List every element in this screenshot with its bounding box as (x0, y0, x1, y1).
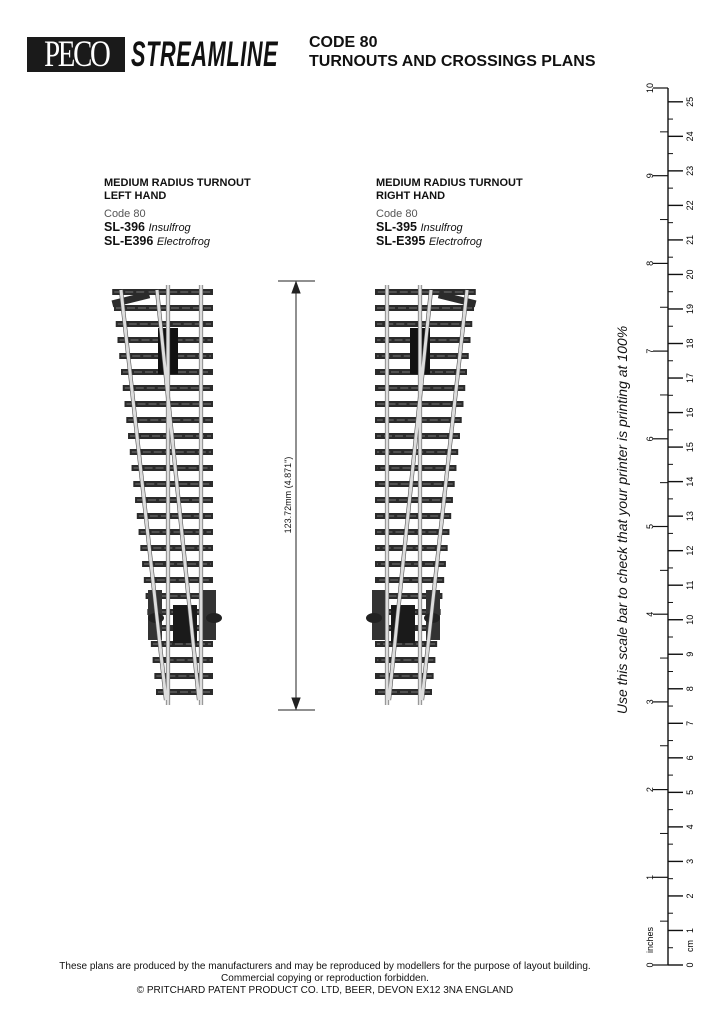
inch-label: 9 (645, 173, 655, 178)
footer-line: Commercial copying or reproduction forbi… (221, 973, 429, 984)
scale-bar: 0123456789100123456789101112131415161718… (645, 83, 695, 968)
cm-label: 5 (685, 790, 695, 795)
turnout-right-plan (366, 285, 477, 705)
page-title-code: CODE 80 (309, 34, 378, 51)
inch-label: 5 (645, 524, 655, 529)
inch-label: 0 (645, 962, 655, 967)
cm-label: 24 (685, 131, 695, 141)
sleeper (375, 593, 443, 599)
cm-label: 17 (685, 373, 695, 383)
inch-label: 4 (645, 612, 655, 617)
turnout-code: Code 80 (376, 208, 418, 220)
footer: These plans are produced by the manufact… (0, 961, 650, 997)
sleeper (375, 577, 445, 583)
turnout-code: Code 80 (104, 208, 146, 220)
cm-label: 7 (685, 721, 695, 726)
arrow-up-icon (291, 280, 301, 294)
footer-line: These plans are produced by the manufact… (59, 961, 591, 972)
inch-label: 10 (645, 83, 655, 93)
inches-unit-label: inches (645, 926, 655, 953)
cm-label: 1 (685, 928, 695, 933)
cm-label: 4 (685, 824, 695, 829)
inch-label: 6 (645, 436, 655, 441)
cm-label: 8 (685, 686, 695, 691)
inch-label: 7 (645, 349, 655, 354)
cm-label: 12 (685, 546, 695, 556)
part-number: SL-395 (376, 220, 417, 234)
rail (387, 289, 433, 701)
part-number: SL-396 (104, 220, 145, 234)
rail (119, 289, 168, 701)
turnout-hand: LEFT HAND (104, 190, 167, 202)
cm-label: 11 (685, 581, 695, 590)
rail (155, 289, 201, 701)
cm-label: 25 (685, 97, 695, 107)
part-type: Insulfrog (148, 222, 191, 234)
cm-label: 13 (685, 511, 695, 521)
logo-brand: PECO (43, 34, 111, 75)
inch-label: 1 (645, 875, 655, 880)
inch-label: 2 (645, 787, 655, 792)
cm-unit-label: cm (685, 940, 695, 952)
cm-label: 19 (685, 304, 695, 314)
cm-label: 3 (685, 859, 695, 864)
inch-label: 3 (645, 699, 655, 704)
inch-label: 8 (645, 261, 655, 266)
copyright: © PRITCHARD PATENT PRODUCT CO. LTD, BEER… (136, 985, 514, 996)
part-number: SL-E395 (376, 234, 426, 248)
cm-label: 10 (685, 615, 695, 625)
cm-label: 16 (685, 408, 695, 418)
cm-label: 14 (685, 477, 695, 487)
cm-label: 2 (685, 893, 695, 898)
cm-label: 20 (685, 269, 695, 279)
part-type: Insulfrog (420, 222, 463, 234)
cm-label: 15 (685, 442, 695, 452)
turnout-info-left: MEDIUM RADIUS TURNOUT LEFT HAND Code 80 … (104, 177, 251, 248)
page-title: TURNOUTS AND CROSSINGS PLANS (309, 53, 596, 70)
scale-bar-note: Use this scale bar to check that your pr… (614, 325, 630, 715)
cm-label: 22 (685, 200, 695, 210)
peco-logo: PECO (27, 34, 125, 75)
part-type: Electrofrog (428, 236, 483, 248)
cm-label: 23 (685, 166, 695, 176)
rail (420, 289, 469, 701)
part-number: SL-E396 (104, 234, 154, 248)
turnout-hand: RIGHT HAND (376, 190, 446, 202)
cm-label: 6 (685, 755, 695, 760)
cm-label: 0 (685, 962, 695, 967)
turnout-info-right: MEDIUM RADIUS TURNOUT RIGHT HAND Code 80… (376, 177, 523, 248)
part-type: Electrofrog (156, 236, 211, 248)
tie-bar-end (366, 613, 382, 623)
arrow-down-icon (291, 697, 301, 711)
sleeper (143, 577, 213, 583)
dimension-line (278, 280, 315, 711)
cm-label: 21 (685, 235, 695, 245)
sleeper (145, 593, 213, 599)
dimension-label: 123.72mm (4.871") (283, 456, 293, 534)
turnout-heading: MEDIUM RADIUS TURNOUT (376, 177, 523, 189)
turnout-left-plan (111, 285, 222, 705)
turnout-heading: MEDIUM RADIUS TURNOUT (104, 177, 251, 189)
cm-label: 9 (685, 652, 695, 657)
tie-bar-end (206, 613, 222, 623)
cm-label: 18 (685, 338, 695, 348)
streamline-logo: STREAMLINE (131, 35, 279, 74)
